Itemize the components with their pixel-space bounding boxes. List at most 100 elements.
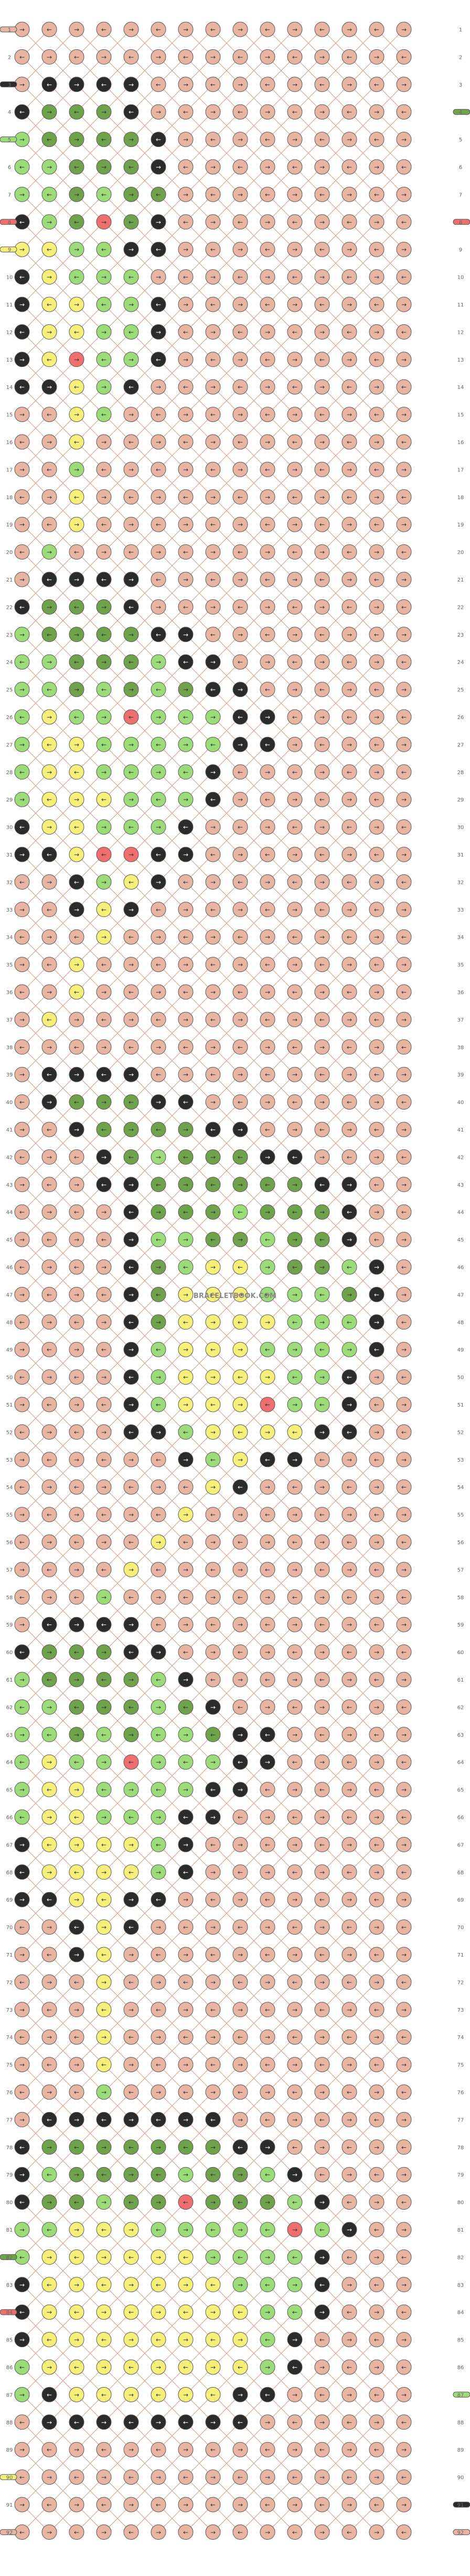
knot-direction-arrow: ←: [374, 1456, 379, 1463]
knot-direction-arrow: ←: [347, 1704, 352, 1711]
knot-direction-arrow: →: [47, 2034, 52, 2041]
knot-direction-arrow: →: [265, 218, 270, 226]
knot-direction-arrow: →: [347, 796, 352, 804]
knot-direction-arrow: ←: [19, 164, 25, 171]
knot-direction-arrow: →: [319, 1484, 325, 1491]
knot-direction-arrow: →: [129, 851, 134, 859]
knot-direction-arrow: ←: [101, 136, 106, 143]
knot-direction-arrow: →: [292, 521, 297, 529]
knot-direction-arrow: →: [19, 1126, 25, 1134]
knot-direction-arrow: →: [265, 1043, 270, 1051]
knot: [123, 104, 139, 120]
knot-direction-arrow: ←: [19, 109, 25, 116]
knot-direction-arrow: ←: [347, 1484, 352, 1491]
knot-direction-arrow: ←: [265, 136, 270, 143]
knot-direction-arrow: →: [74, 1016, 79, 1023]
knot-direction-arrow: →: [238, 191, 243, 198]
knot-direction-arrow: ←: [47, 411, 52, 418]
knot-direction-arrow: ←: [292, 2199, 297, 2206]
knot-direction-arrow: →: [292, 906, 297, 913]
knot-direction-arrow: →: [47, 604, 52, 611]
knot-direction-arrow: ←: [265, 1566, 270, 1574]
knot-direction-arrow: ←: [292, 714, 297, 721]
knot-direction-arrow: →: [129, 411, 134, 418]
knot-direction-arrow: ←: [156, 191, 161, 198]
knot-direction-arrow: ←: [47, 136, 52, 143]
knot: [96, 77, 112, 92]
knot-direction-arrow: →: [47, 1924, 52, 1931]
knot-direction-arrow: ←: [183, 2199, 188, 2206]
knot: [260, 214, 275, 230]
knot-direction-arrow: →: [156, 934, 161, 941]
knot-direction-arrow: →: [401, 136, 407, 143]
knot: [178, 324, 194, 340]
knot-direction-arrow: ←: [183, 2089, 188, 2096]
knot-direction-arrow: ←: [210, 576, 216, 584]
knot-direction-arrow: →: [292, 1401, 297, 1409]
knot-direction-arrow: ←: [238, 1649, 243, 1656]
knot-direction-arrow: ←: [292, 439, 297, 446]
knot-direction-arrow: ←: [129, 1924, 134, 1931]
knot-direction-arrow: ←: [401, 714, 407, 721]
knot: [205, 49, 221, 65]
knot-direction-arrow: →: [210, 329, 216, 336]
knot-direction-arrow: →: [319, 659, 325, 666]
knot-direction-arrow: ←: [129, 659, 134, 666]
knot-direction-arrow: ←: [101, 1676, 106, 1684]
knot-direction-arrow: ←: [401, 768, 407, 776]
knot-direction-arrow: →: [347, 191, 352, 198]
knot-direction-arrow: →: [238, 576, 243, 584]
knot-direction-arrow: ←: [74, 2254, 79, 2261]
knot: [41, 297, 57, 312]
knot-direction-arrow: →: [129, 906, 134, 913]
knot-direction-arrow: →: [292, 851, 297, 859]
knot-direction-arrow: →: [210, 1099, 216, 1106]
knot-direction-arrow: →: [183, 356, 188, 363]
knot-direction-arrow: ←: [156, 1346, 161, 1354]
knot: [151, 159, 166, 175]
knot: [260, 186, 275, 202]
knot-direction-arrow: →: [101, 548, 106, 556]
knot-direction-arrow: →: [19, 81, 25, 88]
knot-direction-arrow: →: [156, 768, 161, 776]
knot: [151, 297, 166, 312]
knot-direction-arrow: ←: [156, 1401, 161, 1409]
knot-direction-arrow: →: [401, 1236, 407, 1243]
knot-direction-arrow: ←: [319, 411, 325, 418]
knot-direction-arrow: ←: [156, 851, 161, 859]
knot-direction-arrow: →: [265, 1539, 270, 1546]
knot: [69, 241, 84, 257]
knot-direction-arrow: →: [401, 2226, 407, 2234]
knot-direction-arrow: ←: [47, 191, 52, 198]
knot-direction-arrow: →: [47, 1318, 52, 1326]
knot-direction-arrow: →: [129, 136, 134, 143]
knot-direction-arrow: →: [47, 879, 52, 886]
knot-direction-arrow: ←: [74, 1704, 79, 1711]
knot-direction-arrow: →: [238, 2171, 243, 2179]
knot-direction-arrow: →: [292, 1236, 297, 1243]
knot-direction-arrow: →: [47, 109, 52, 116]
knot-direction-arrow: →: [183, 1291, 188, 1298]
knot-direction-arrow: ←: [347, 1209, 352, 1216]
knot-direction-arrow: →: [401, 1731, 407, 1738]
knot: [123, 132, 139, 147]
knot-direction-arrow: →: [401, 1621, 407, 1629]
knot-direction-arrow: ←: [347, 714, 352, 721]
knot-direction-arrow: ←: [401, 1539, 407, 1546]
knot-direction-arrow: →: [129, 191, 134, 198]
knot-direction-arrow: →: [374, 329, 379, 336]
knot-direction-arrow: ←: [374, 1896, 379, 1904]
knot-direction-arrow: →: [265, 2199, 270, 2206]
knot-direction-arrow: →: [347, 1786, 352, 1793]
knot-direction-arrow: →: [101, 879, 106, 886]
knot: [205, 22, 221, 37]
knot-direction-arrow: →: [156, 109, 161, 116]
knot-direction-arrow: →: [347, 2006, 352, 2013]
knot-direction-arrow: →: [319, 1318, 325, 1326]
knot-direction-arrow: ←: [374, 576, 379, 584]
knot-direction-arrow: ←: [292, 1979, 297, 1986]
knot-direction-arrow: →: [319, 1264, 325, 1271]
knot-direction-arrow: ←: [129, 879, 134, 886]
knot-direction-arrow: ←: [156, 521, 161, 529]
knot-direction-arrow: ←: [265, 1896, 270, 1904]
